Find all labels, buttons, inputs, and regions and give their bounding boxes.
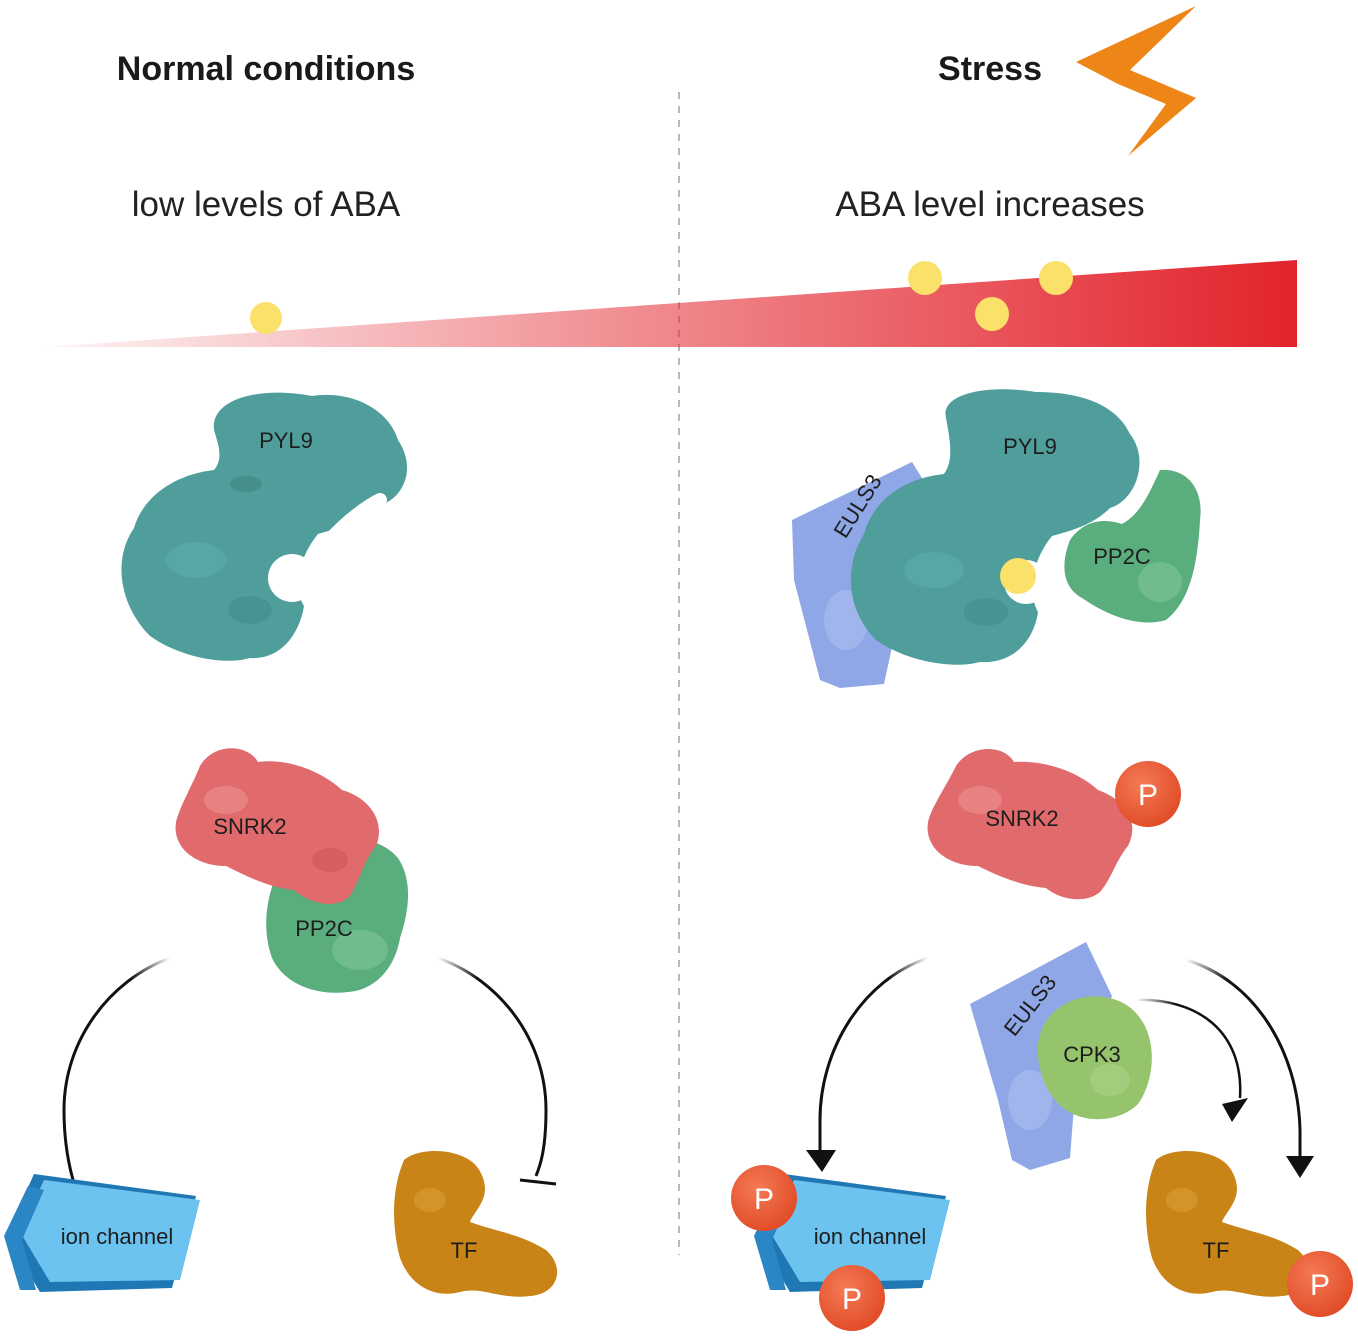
snrk2-label-left: SNRK2: [213, 814, 286, 839]
tf-protein-left: [394, 1150, 558, 1297]
tf-label-left: TF: [451, 1238, 478, 1263]
aba-molecule: [1039, 261, 1073, 295]
activation-arc-tf: [1185, 958, 1302, 1156]
arrowhead-icon: [1222, 1098, 1248, 1122]
phospho-group-ion-channel-bottom: P: [819, 1265, 885, 1331]
ion-channel-left: [4, 1174, 200, 1292]
tf-protein-right: [1146, 1150, 1310, 1297]
inhibition-arc-ion-channel: [62, 956, 171, 1195]
cpk3-protein: [1037, 996, 1152, 1120]
right-heading: Stress: [938, 50, 1042, 88]
right-subheading: ABA level increases: [835, 185, 1144, 224]
ion-channel-label-right: ion channel: [814, 1224, 927, 1249]
tf-label-right: TF: [1203, 1238, 1230, 1263]
arrowhead-icon: [806, 1150, 836, 1172]
phospho-group-tf: P: [1287, 1251, 1353, 1317]
pp2c-protein-right: [1064, 469, 1201, 623]
phospho-group-snrk2: P: [1115, 761, 1181, 827]
left-subheading: low levels of ABA: [132, 185, 401, 224]
inhibition-bar-icon: [519, 1178, 557, 1186]
inhibition-arc-tf: [437, 956, 548, 1177]
snrk2-label-right: SNRK2: [985, 806, 1058, 831]
pyl9-label-left: PYL9: [259, 428, 313, 453]
aba-molecule: [908, 261, 942, 295]
pyl9-protein-left: [121, 392, 408, 661]
aba-molecule: [975, 297, 1009, 331]
phospho-label: P: [842, 1283, 862, 1316]
pp2c-label-right: PP2C: [1093, 544, 1151, 569]
phospho-label: P: [1138, 779, 1158, 812]
aba-molecule-bound: [1000, 558, 1036, 594]
ion-channel-label-left: ion channel: [61, 1224, 174, 1249]
arrowhead-icon: [1286, 1156, 1314, 1178]
phospho-group-ion-channel-top: P: [731, 1165, 797, 1231]
aba-gradient-wedge: [46, 260, 1297, 347]
snrk2-protein-left: [175, 748, 379, 904]
snrk2-protein-right: [927, 748, 1133, 900]
phospho-label: P: [1310, 1269, 1330, 1302]
activation-arc-ion-channel: [818, 956, 929, 1150]
aba-molecule: [250, 302, 282, 334]
cpk3-arc-tf: [1135, 998, 1242, 1099]
cpk3-label: CPK3: [1063, 1042, 1120, 1067]
pyl9-label-right: PYL9: [1003, 434, 1057, 459]
left-heading: Normal conditions: [117, 50, 415, 88]
pp2c-label-left: PP2C: [295, 916, 353, 941]
ion-channel-right: [754, 1174, 950, 1292]
lightning-bolt-icon: [1076, 6, 1196, 156]
phospho-label: P: [754, 1183, 774, 1216]
